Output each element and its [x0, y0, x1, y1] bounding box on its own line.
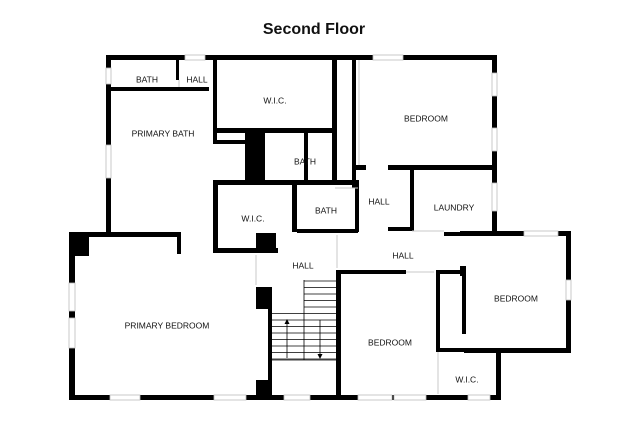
- wall-bedroom-stub: [356, 165, 366, 170]
- wall-wic-mid-top: [213, 180, 265, 185]
- wall-left-lower: [69, 232, 75, 400]
- wall-bath-mid-side: [304, 133, 308, 185]
- wall-top: [106, 55, 497, 60]
- room-label-primary-bath: PRIMARY BATH: [132, 128, 195, 138]
- wall-hall-corner-block: [256, 233, 276, 253]
- wall-stub-primary: [177, 232, 181, 254]
- wall-bedroom-bottom-top: [336, 270, 406, 274]
- room-label-wic-top: W.I.C.: [263, 95, 286, 105]
- wall-bedroom-right-left: [462, 274, 466, 334]
- room-label-laundry: LAUNDRY: [434, 202, 475, 212]
- room-label-bath-mid: BATH: [294, 156, 316, 166]
- wall-wic-bottom-top: [436, 348, 464, 352]
- wall-stair-right: [336, 271, 341, 396]
- wall-wic-mid-left: [213, 180, 218, 252]
- room-labels: BATH HALL PRIMARY BATH W.I.C. BEDROOM BA…: [125, 74, 538, 384]
- wall-stair-block-bottom: [256, 380, 272, 396]
- window: [491, 182, 498, 212]
- wall-wic-top-bottom: [217, 128, 334, 133]
- stair-up-arrow-icon: [284, 319, 290, 324]
- room-label-bath-small: BATH: [136, 74, 158, 84]
- stair-down-arrow-icon: [317, 354, 323, 359]
- window: [565, 279, 572, 301]
- wall-right-wing-top: [460, 231, 571, 236]
- room-label-wic-mid: W.I.C.: [241, 213, 264, 223]
- window: [467, 394, 491, 401]
- room-label-bedroom-bottom: BEDROOM: [368, 337, 412, 347]
- room-label-hall-right: HALL: [392, 250, 414, 260]
- wall-bedroom-inner: [352, 60, 356, 188]
- wall-wic-mid-bottom: [213, 248, 278, 253]
- room-label-hall-top: HALL: [186, 74, 208, 84]
- wall-bath-lower-left: [292, 180, 297, 232]
- room-label-hall-center: HALL: [292, 260, 314, 270]
- wall-bedroom-bottom-right: [436, 270, 440, 350]
- wall-bedroom-right-top-stub: [436, 270, 466, 274]
- window: [357, 394, 393, 401]
- wall-closet-stub: [213, 140, 247, 144]
- window: [105, 144, 112, 179]
- wall-left-upper: [106, 55, 111, 232]
- wall-closet-block: [245, 133, 265, 183]
- wall-laundry-stub: [388, 227, 412, 231]
- room-label-bedroom-right: BEDROOM: [494, 293, 538, 303]
- wall-laundry-left: [410, 165, 414, 231]
- wall-laundry-bottom: [444, 232, 496, 236]
- room-label-wic-bottom: W.I.C.: [455, 374, 478, 384]
- window: [68, 282, 76, 312]
- window: [105, 67, 112, 85]
- window: [393, 394, 427, 401]
- wall-bath-hall-divider: [176, 60, 179, 80]
- window: [213, 394, 247, 401]
- room-label-bath-lower: BATH: [315, 205, 337, 215]
- window: [109, 394, 141, 401]
- door-lines: [178, 60, 444, 394]
- window: [283, 394, 311, 401]
- window: [372, 54, 404, 61]
- room-label-hall-mid: HALL: [368, 196, 390, 206]
- window: [491, 127, 498, 152]
- wall-bath-small-bottom: [111, 87, 209, 91]
- staircase: [272, 280, 336, 361]
- wall-bath-lower-right: [355, 180, 359, 232]
- wall-bath-lower-bottom: [297, 229, 358, 233]
- floor-title: Second Floor: [263, 21, 365, 38]
- windows: [68, 54, 572, 401]
- wall-stair-left: [268, 287, 272, 397]
- window: [184, 54, 206, 61]
- wall-right-wing-bottom: [464, 348, 571, 353]
- window: [68, 317, 76, 349]
- wall-right-lower: [496, 348, 501, 400]
- wall-step-left: [69, 232, 180, 237]
- wall-bedroom-top-right-bottom: [388, 165, 496, 170]
- wall-bath-mid-bottom: [262, 180, 358, 185]
- window: [523, 230, 559, 237]
- room-label-primary-bedroom: PRIMARY BEDROOM: [125, 320, 210, 330]
- wall-primary-bath-right: [213, 60, 217, 142]
- room-label-bedroom-top-right: BEDROOM: [404, 113, 448, 123]
- wall-bedroom-left: [332, 55, 337, 185]
- window: [491, 72, 498, 97]
